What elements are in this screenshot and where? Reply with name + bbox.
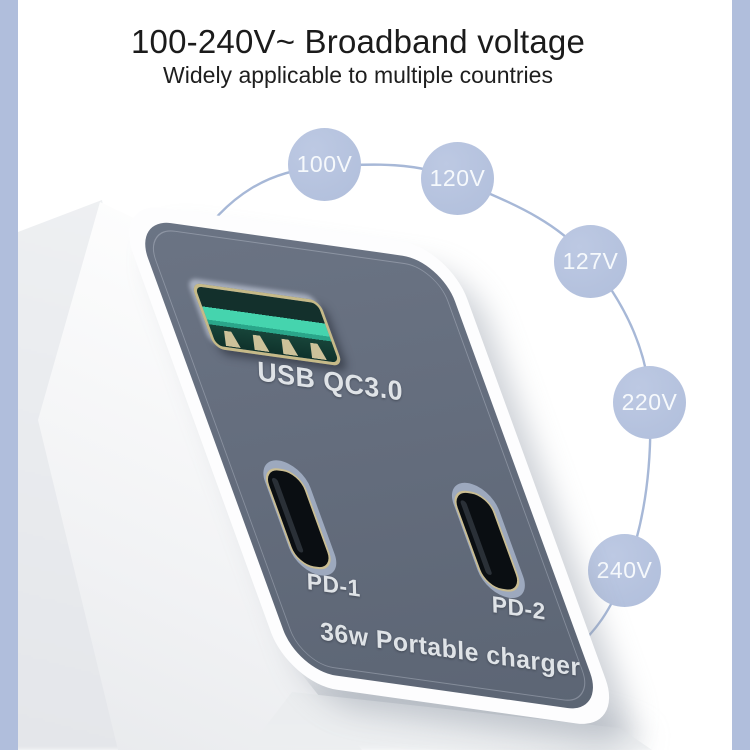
left-accent-bar (0, 0, 18, 750)
usb-pin (306, 342, 327, 360)
voltage-badge-100v: 100V (288, 128, 361, 201)
voltage-badge-240v: 240V (588, 534, 661, 607)
usb-pin (220, 330, 241, 348)
voltage-badge-127v: 127V (554, 225, 627, 298)
voltage-badge-120v: 120V (421, 142, 494, 215)
usb-pin (249, 334, 270, 352)
voltage-badge-220v: 220V (613, 366, 686, 439)
right-accent-bar (732, 0, 750, 750)
usb-pin (278, 338, 299, 356)
page-subtitle: Widely applicable to multiple countries (163, 62, 553, 88)
page-title: 100-240V~ Broadband voltage (130, 23, 586, 60)
